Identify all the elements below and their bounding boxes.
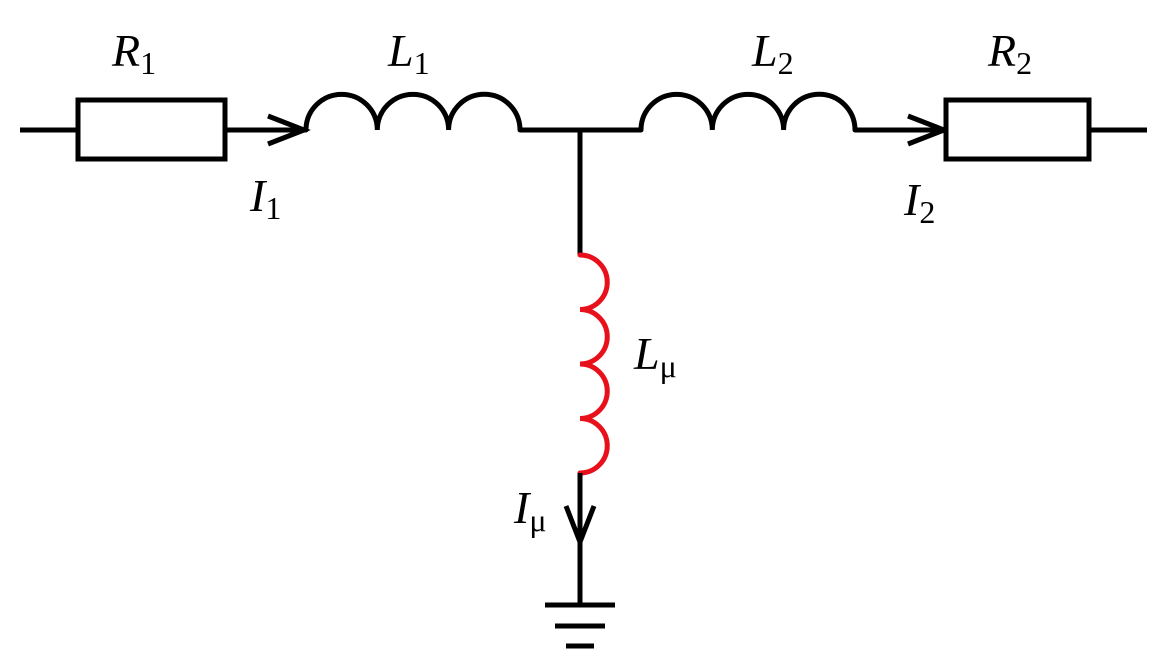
label-l2: L2 xyxy=(751,25,794,81)
label-i2: I2 xyxy=(903,174,935,230)
label-r2: R2 xyxy=(987,25,1032,81)
ground-icon xyxy=(545,602,615,649)
inductor-l2 xyxy=(638,91,858,133)
resistor-r1 xyxy=(75,97,228,162)
label-l1: L1 xyxy=(387,25,430,81)
label-i1: I1 xyxy=(249,170,281,226)
inductor-l1 xyxy=(303,91,523,133)
label-r1: R1 xyxy=(111,25,156,81)
inductor-lmu xyxy=(577,252,610,476)
resistor-r2 xyxy=(943,97,1092,162)
label-imu: Iμ xyxy=(513,482,546,538)
current-arrow-imu xyxy=(563,505,597,549)
label-lmu: Lμ xyxy=(633,328,677,384)
